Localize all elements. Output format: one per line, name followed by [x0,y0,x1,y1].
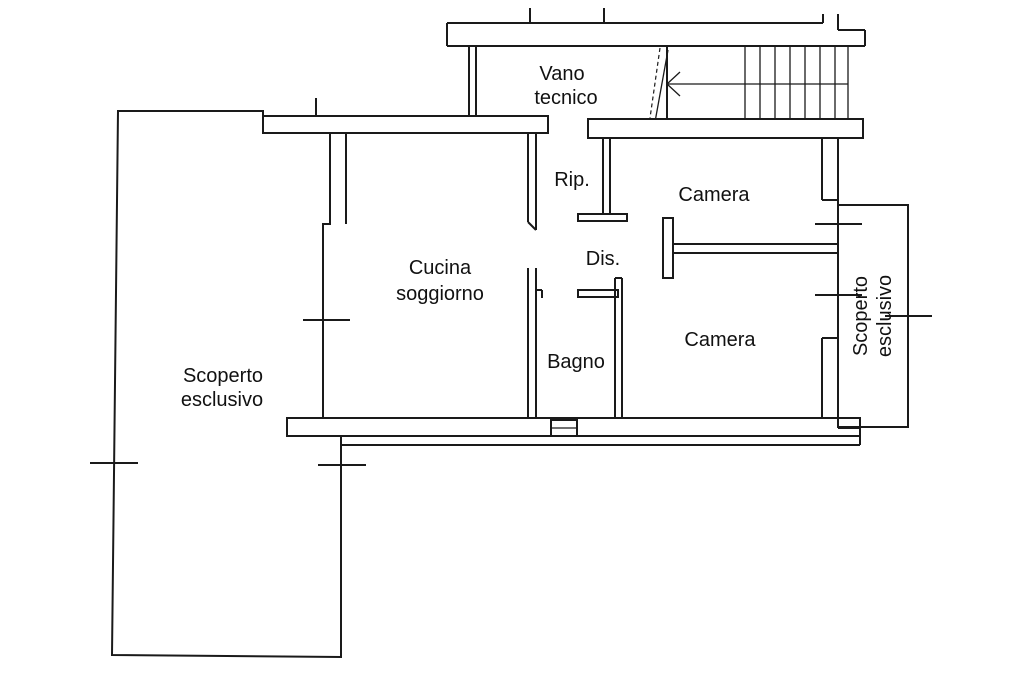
upper-building-outline [446,8,866,47]
scoperto-left-outline [90,110,366,659]
label-vano-tecnico-2: tecnico [534,87,597,109]
main-walls [262,98,864,446]
label-scoperto-left-2: esclusivo [181,389,263,411]
label-ripostiglio: Rip. [554,169,590,191]
label-cucina-soggiorno-1: Cucina [409,257,472,279]
label-vano-tecnico-1: Vano [539,63,584,85]
staircase [649,46,849,123]
label-scoperto-right-1: Scoperto [850,276,872,356]
label-camera-bottom: Camera [684,329,756,351]
label-scoperto-right-2: esclusivo [874,275,896,357]
label-scoperto-left-1: Scoperto [183,365,263,387]
label-bagno: Bagno [547,351,605,373]
label-camera-top: Camera [678,184,750,206]
vano-tecnico-walls [468,46,477,117]
label-cucina-soggiorno-2: soggiorno [396,283,484,305]
room-labels: Vano tecnico Rip. Camera Dis. Cucina sog… [181,63,896,411]
label-disimpegno: Dis. [586,248,620,270]
scoperto-right-outline [815,204,932,428]
